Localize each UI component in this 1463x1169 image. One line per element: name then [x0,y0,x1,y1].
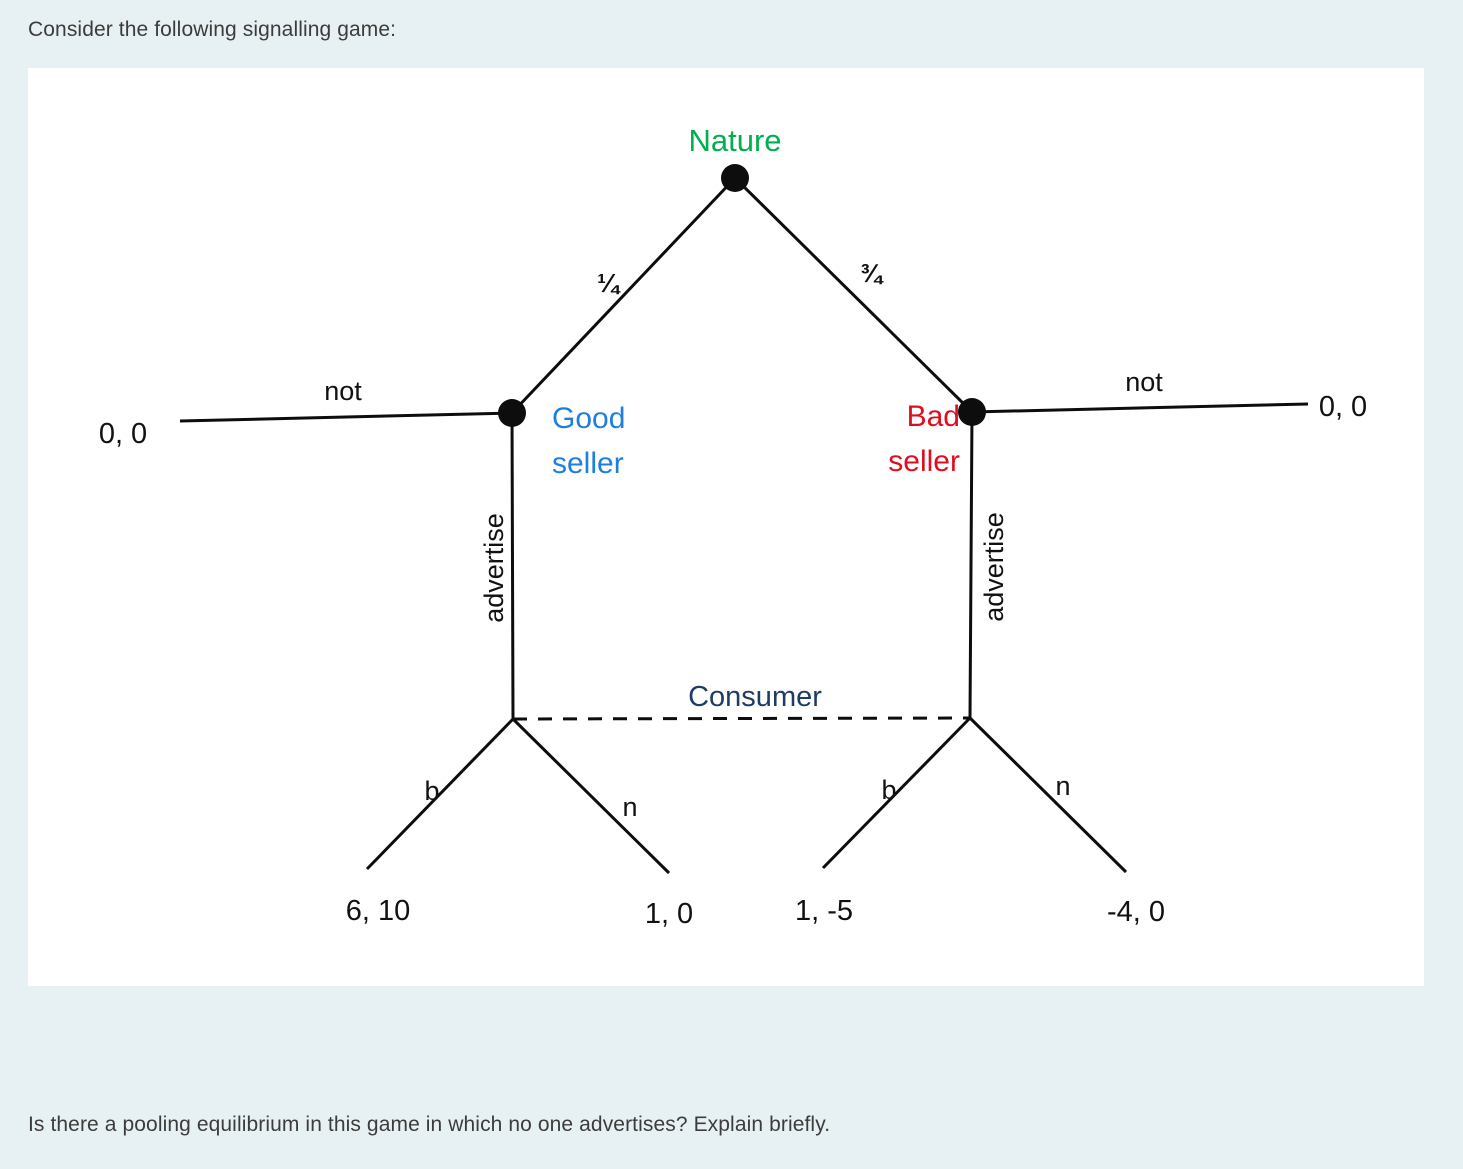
game-tree-figure-panel: Nature Good seller Bad seller Consumer ¼… [28,68,1424,986]
payoff-good-advertise-notbuy: 1, 0 [645,898,693,930]
probability-label-right: ¾ [860,258,884,288]
payoff-good-advertise-buy: 6, 10 [346,895,411,927]
edge-consumer-left-notbuy [511,717,671,875]
payoff-bad-not: 0, 0 [1319,391,1367,423]
action-label-notbuy-left: n [622,792,637,822]
edge-consumer-right-notbuy [968,716,1128,874]
action-label-notbuy-right: n [1055,771,1070,801]
edge-consumer-right-buy [821,716,972,870]
edge-bad-advertise [968,411,974,719]
payoff-bad-advertise-notbuy: -4, 0 [1107,896,1165,928]
payoff-bad-advertise-buy: 1, -5 [795,895,853,927]
node-bad-seller[interactable] [958,398,986,426]
edge-nature-to-good [510,176,737,415]
player-label-good-seller-line2: seller [552,447,624,480]
edge-nature-to-bad [733,176,974,414]
consumer-information-set-dashed-line [512,716,971,721]
edge-consumer-left-buy [365,717,515,871]
action-label-buy-left: b [424,776,439,806]
edge-bad-not [971,402,1309,414]
payoff-good-not: 0, 0 [99,418,147,450]
player-label-bad-seller-line2: seller [888,445,960,478]
edge-good-advertise [510,412,515,720]
action-label-advertise-right: advertise [979,512,1009,622]
player-label-good-seller-line1: Good [552,402,625,435]
node-nature[interactable] [721,164,749,192]
player-label-consumer: Consumer [688,681,822,713]
action-label-advertise-left: advertise [479,513,509,623]
player-label-nature: Nature [688,123,781,158]
probability-label-left: ¼ [597,268,621,298]
action-label-not-right: not [1125,367,1163,397]
prompt-bottom-text: Is there a pooling equilibrium in this g… [28,1113,831,1136]
action-label-buy-right: b [881,775,896,805]
node-good-seller[interactable] [498,399,526,427]
game-tree-svg: Nature Good seller Bad seller Consumer ¼… [99,123,1367,930]
prompt-top-text: Consider the following signalling game: [28,18,397,41]
action-label-not-left: not [324,376,362,406]
player-label-bad-seller-line1: Bad [907,400,960,433]
edge-good-not [179,411,513,423]
